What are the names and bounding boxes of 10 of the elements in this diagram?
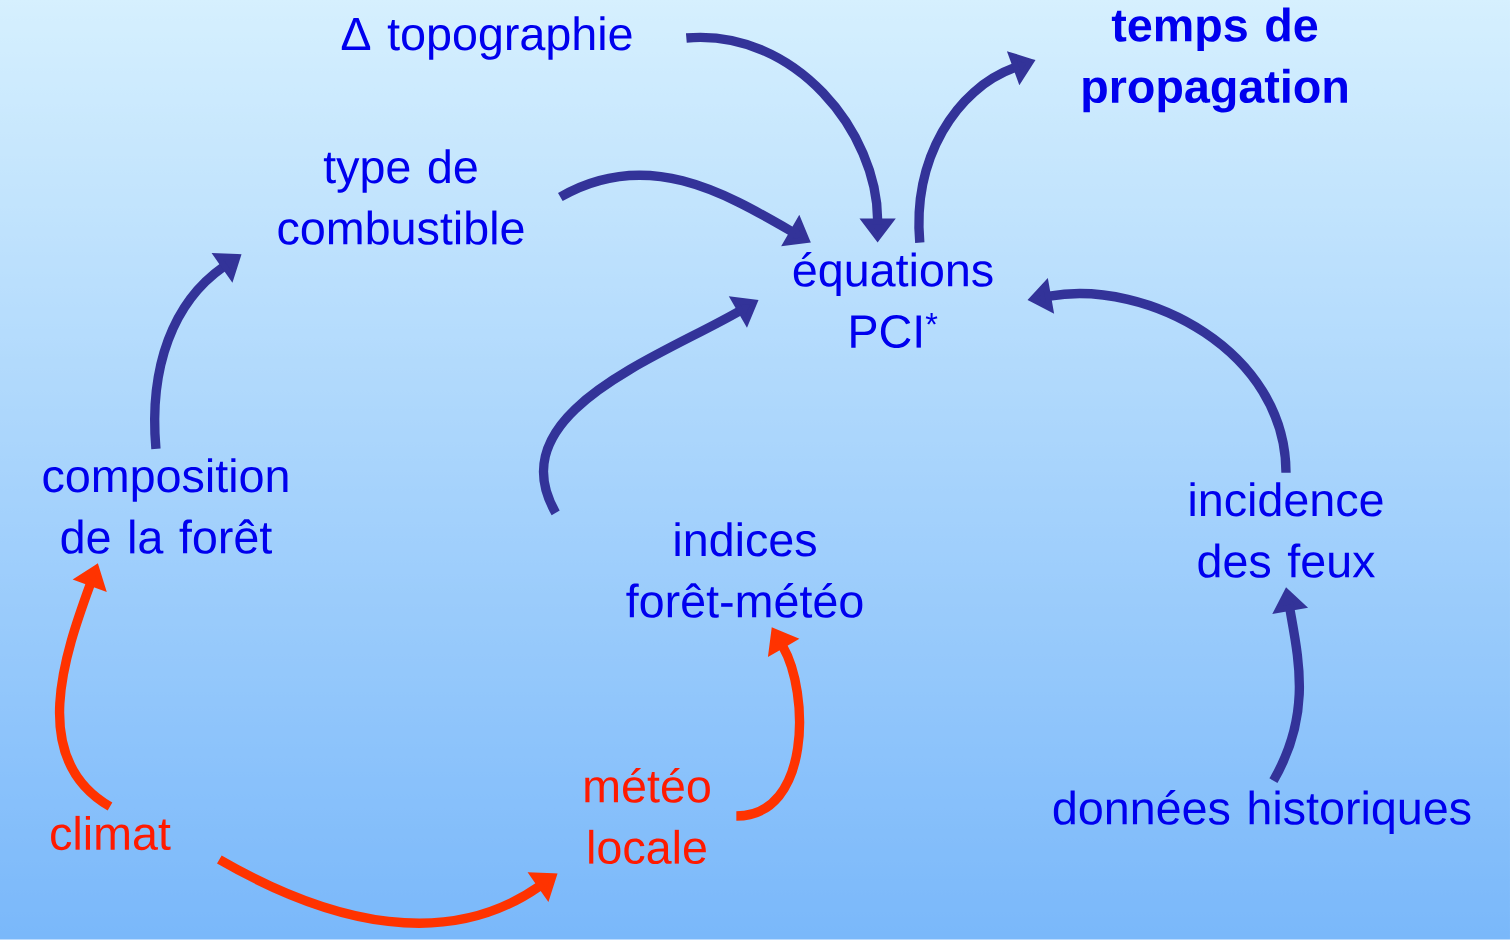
label-text: type de combustible	[278, 149, 524, 245]
label-text: données historiques	[1053, 790, 1471, 835]
label-text: climat	[51, 815, 171, 851]
label-text: incidence des feux	[1190, 482, 1383, 578]
label-text: équations PCI$^{*}$	[793, 251, 993, 349]
label-text: indices forêt-météo	[626, 522, 863, 618]
label-text: temps de propagation	[1083, 7, 1347, 113]
label-text: Δ topographie	[341, 16, 632, 60]
label-text: météo locale	[585, 767, 710, 865]
label-text: composition de la forêt	[43, 458, 288, 554]
